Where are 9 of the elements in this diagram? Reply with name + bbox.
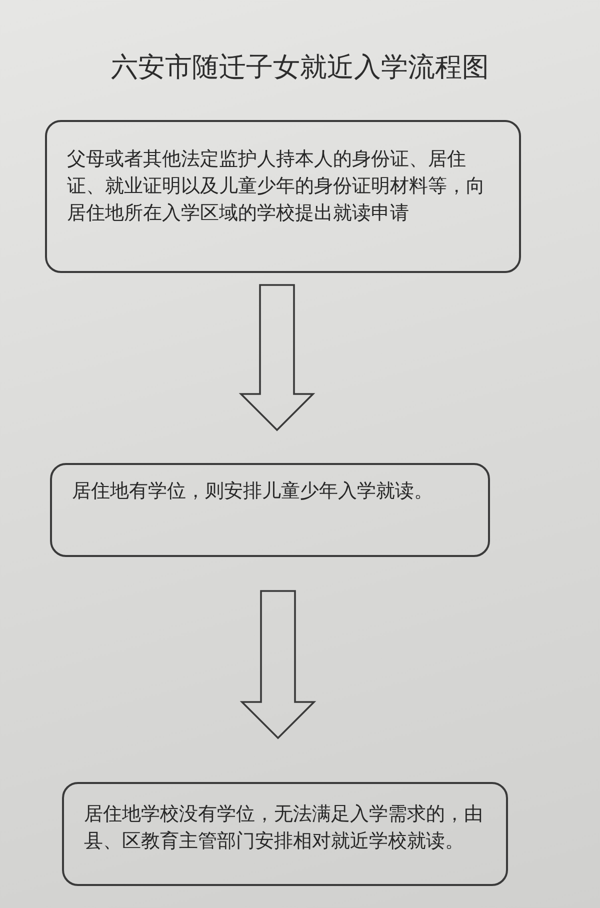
process-box <box>45 120 521 273</box>
process-box <box>50 463 490 557</box>
process-box <box>62 782 508 886</box>
step-text: 父母或者其他法定监护人持本人的身份证、居住证、就业证明以及儿童少年的身份证明材料等，向居住地所在入学区域的学校提出就读申请 <box>67 147 486 226</box>
diagram-title: 六安市随迁子女就近入学流程图 <box>111 51 489 85</box>
step-text: 居住地学校没有学位，无法满足入学需求的，由县、区教育主管部门安排相对就近学校就读。 <box>84 802 484 854</box>
block-arrow <box>238 284 316 432</box>
block-arrow <box>240 590 316 740</box>
step-text: 居住地有学位，则安排儿童少年入学就读。 <box>72 479 434 504</box>
